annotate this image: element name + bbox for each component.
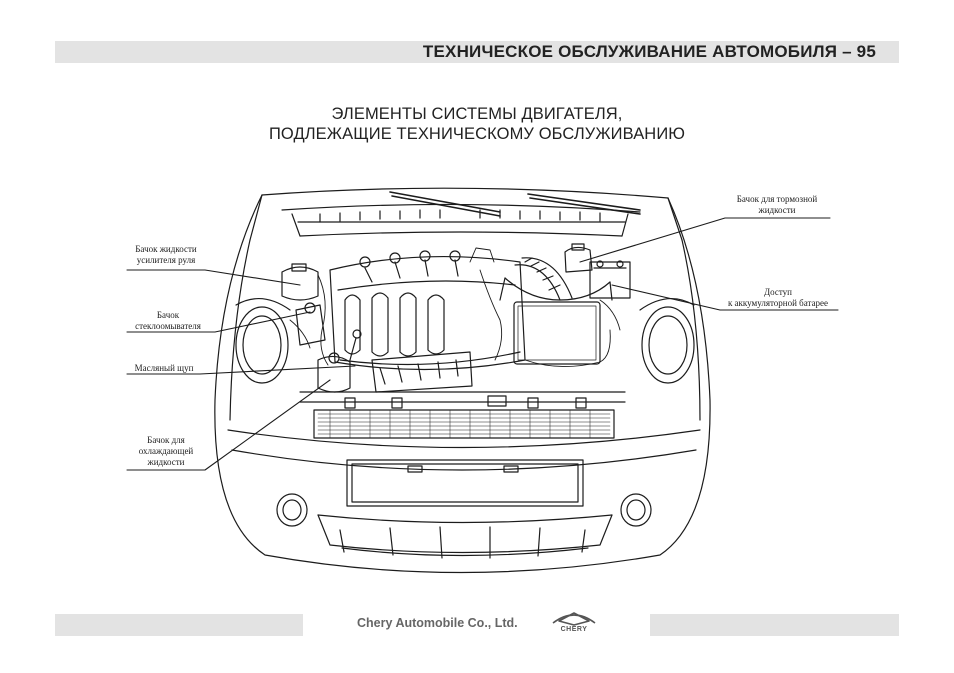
power-steering-reservoir: [281, 263, 319, 301]
coolant-reservoir: [317, 352, 351, 393]
lower-grille: [317, 514, 613, 559]
section-title-line-1: ЭЛЕМЕНТЫ СИСТЕМЫ ДВИГАТЕЛЯ,: [331, 105, 623, 123]
radiator-grille: [313, 409, 615, 439]
footer-bar-right: [650, 614, 899, 636]
footer-company-name: Chery Automobile Co., Ltd.: [357, 616, 518, 630]
license-plate: [346, 459, 584, 507]
headlights: [235, 298, 695, 384]
oil-dipstick: [349, 329, 362, 361]
front-crossmember: [299, 391, 626, 409]
open-hood: [249, 187, 683, 241]
section-title-line-2: ПОДЛЕЖАЩИЕ ТЕХНИЧЕСКОМУ ОБСЛУЖИВАНИЮ: [268, 125, 686, 143]
brake-fluid-reservoir: [564, 243, 593, 273]
label-brake-reservoir: Бачок для тормозной жидкости: [736, 194, 818, 215]
fog-lights: [276, 493, 652, 527]
footer-bar-left: [55, 614, 303, 636]
battery: [589, 260, 631, 299]
car-body-outline: [214, 194, 711, 574]
chery-logo-text: CHERY: [560, 626, 588, 633]
hoses-and-wiring: [289, 247, 621, 367]
label-battery-access: Доступ к аккумуляторной батарее: [727, 287, 829, 308]
callout-leaders: [126, 217, 839, 471]
valve-cover: [371, 351, 473, 393]
label-steering-reservoir: Бачок жидкости усилителя руля: [135, 244, 197, 265]
washer-reservoir: [295, 302, 326, 346]
intake-hose: [514, 257, 573, 301]
header-bar: [55, 41, 899, 63]
label-washer-reservoir: Бачок стеклоомывателя: [135, 310, 201, 331]
chery-logo-icon: [552, 612, 596, 626]
label-coolant-reservoir: Бачок для охлаждающей жидкости: [138, 435, 194, 467]
page-header-title: ТЕХНИЧЕСКОЕ ОБСЛУЖИВАНИЕ АВТОМОБИЛЯ – 95: [422, 42, 876, 61]
label-oil-dipstick: Масляный щуп: [134, 363, 194, 373]
wiper-blades: [389, 191, 641, 217]
